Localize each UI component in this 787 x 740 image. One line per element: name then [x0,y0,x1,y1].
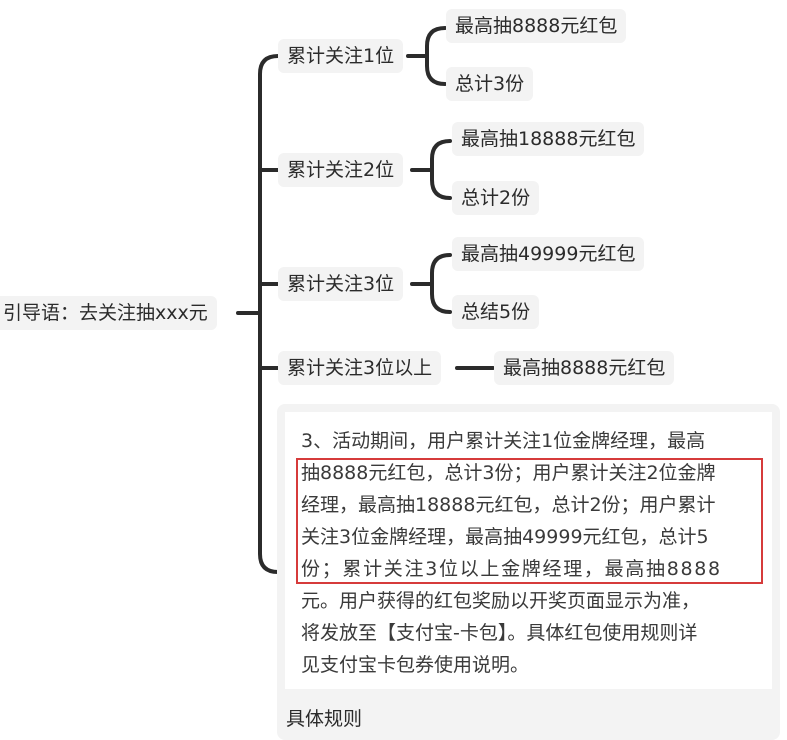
branch-label: 累计关注2位 [287,159,395,181]
leaf-label: 最高抽8888元红包 [503,357,666,379]
leaf-node-max-prize-4[interactable]: 最高抽8888元红包 [494,351,675,385]
branch-node-follow-3-plus[interactable]: 累计关注3位以上 [278,351,442,385]
note-line: 抽8888元红包，总计3份；用户累计关注2位金牌 [301,462,716,484]
branch-2-bracket [430,139,452,200]
branch-label: 累计关注3位以上 [287,357,433,379]
leaf-node-total-3[interactable]: 总结5份 [452,295,540,329]
leaf-label: 最高抽49999元红包 [461,243,636,265]
leaf-label: 总计3份 [455,73,525,95]
branch-3-bracket [430,253,452,314]
leaf-node-max-prize-2[interactable]: 最高抽18888元红包 [452,122,645,156]
highlight-box [296,458,763,584]
note-line: 见支付宝卡包券使用说明。 [301,654,530,676]
note-title: 具体规则 [286,708,363,730]
main-spine [258,54,280,574]
branch-node-follow-2[interactable]: 累计关注2位 [278,153,404,187]
leaf-node-total-2[interactable]: 总计2份 [452,181,540,215]
root-label: 引导语：去关注抽xxx元 [3,302,208,324]
branch-1-bracket [425,26,447,86]
leaf-node-max-prize-1[interactable]: 最高抽8888元红包 [446,9,627,43]
leaf-node-total-1[interactable]: 总计3份 [446,67,534,101]
leaf-node-max-prize-3[interactable]: 最高抽49999元红包 [452,237,645,271]
leaf-label: 最高抽18888元红包 [461,128,636,150]
note-line: 3、活动期间，用户累计关注1位金牌经理，最高 [301,430,706,452]
branch-node-follow-1[interactable]: 累计关注1位 [278,39,404,73]
note-line: 份；累计关注3位以上金牌经理，最高抽8888 [301,558,722,580]
leaf-label: 最高抽8888元红包 [455,15,618,37]
branch-node-follow-3[interactable]: 累计关注3位 [278,267,404,301]
note-line: 关注3位金牌经理，最高抽49999元红包，总计5 [301,526,709,548]
root-node[interactable]: 引导语：去关注抽xxx元 [0,296,217,330]
leaf-label: 总结5份 [461,301,531,323]
leaf-label: 总计2份 [461,187,531,209]
note-line: 元。用户获得的红包奖励以开奖页面显示为准， [301,590,701,612]
branch-label: 累计关注3位 [287,273,395,295]
branch-label: 累计关注1位 [287,45,395,67]
note-line: 经理，最高抽18888元红包，总计2份；用户累计 [301,494,716,516]
note-line: 将发放至【支付宝-卡包】。具体红包使用规则详 [301,622,698,644]
